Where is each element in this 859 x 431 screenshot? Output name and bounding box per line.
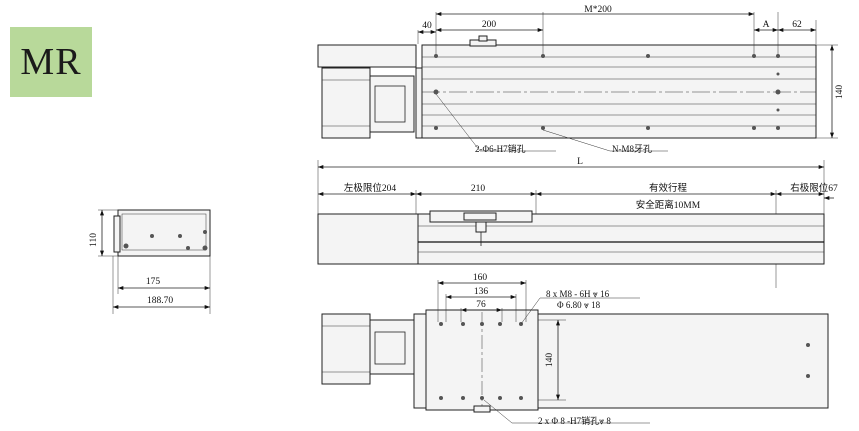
dim-m200: M*200 (584, 5, 612, 15)
carriage-holes (439, 322, 523, 400)
motor-housing-top (317, 44, 417, 68)
callout-thread: 8 x M8 - 6H ⩔ 16 (546, 289, 610, 299)
dim-188: 188.70 (147, 296, 173, 306)
dim-136: 136 (474, 287, 489, 297)
dim-140-bottom: 140 (545, 353, 555, 368)
callout-drill: Φ 6.80 ⩔ 18 (557, 300, 601, 310)
rail-body-top (421, 44, 817, 139)
dim-left-limit: 左极限位204 (344, 182, 397, 194)
series-badge: MR (10, 27, 92, 97)
dim-a: A (763, 20, 770, 30)
dim-right-limit: 右极限位67 (790, 182, 838, 194)
motor-body-bottom (321, 313, 371, 385)
end-profile (117, 209, 211, 257)
dim-stroke: 有效行程 (649, 182, 688, 194)
dim-175: 175 (146, 277, 161, 287)
dim-l: L (577, 157, 583, 167)
dim-140-top: 140 (835, 85, 845, 100)
dim-210: 210 (471, 184, 486, 194)
motor-adapter (369, 75, 415, 133)
motor-side (317, 213, 419, 265)
top-view: 40 200 M*200 A 62 140 2-Φ6-H7销孔 N-M8牙孔 (317, 5, 845, 154)
dim-76: 76 (476, 300, 486, 310)
side-view: L 左极限位204 210 有效行程 安全距离10MM 右极限位67 (317, 157, 838, 288)
callout-tapped-holes: N-M8牙孔 (612, 144, 652, 154)
bottom-view: 160 136 76 140 8 x M8 - 6H ⩔ 16 Φ 6.80 ⩔… (321, 273, 829, 426)
end-view: 110 175 188.70 (89, 209, 211, 314)
dim-safety: 安全距离10MM (636, 199, 701, 211)
dim-62: 62 (792, 20, 802, 30)
dim-40: 40 (422, 21, 432, 31)
callout-pins: 2 x Φ 8 -H7销孔⩔ 8 (538, 415, 611, 426)
dim-160: 160 (473, 273, 488, 283)
dim-200: 200 (482, 20, 497, 30)
mounting-holes (433, 54, 781, 130)
dim-110: 110 (89, 233, 99, 247)
callout-pin-holes: 2-Φ6-H7销孔 (475, 143, 526, 154)
series-label: MR (20, 41, 82, 83)
motor-body (321, 67, 371, 139)
